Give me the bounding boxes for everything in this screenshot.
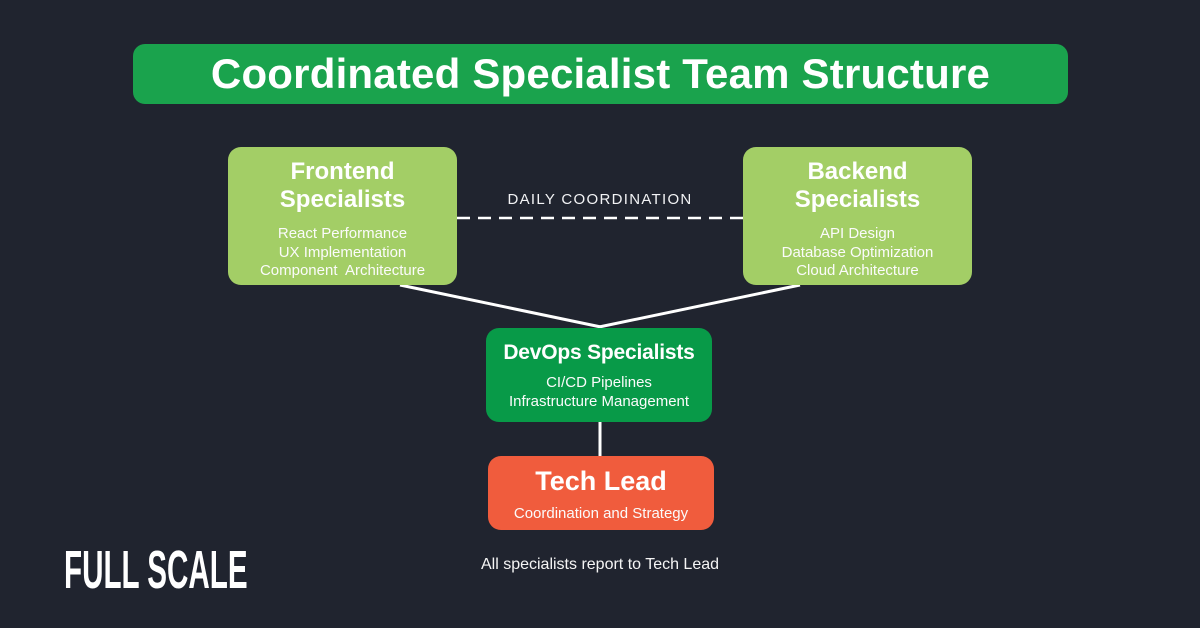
frontend-title: Frontend Specialists	[279, 158, 406, 213]
page-title: Coordinated Specialist Team Structure	[210, 50, 991, 97]
list-item: CI/CD Pipelines	[546, 374, 652, 392]
backend-title: Backend Specialists	[794, 158, 921, 213]
title-banner: Coordinated Specialist Team Structure	[133, 44, 1068, 104]
daily-coordination-label: DAILY COORDINATION	[507, 191, 693, 208]
frontend-items: React Performance UX Implementation Comp…	[228, 225, 457, 282]
node-backend-specialists: Backend Specialists API Design Database …	[743, 147, 972, 285]
footer-note: All specialists report to Tech Lead	[480, 556, 720, 573]
backend-items: API Design Database Optimization Cloud A…	[743, 225, 972, 282]
tech-lead-items: Coordination and Strategy	[488, 505, 714, 524]
list-item: Coordination and Strategy	[513, 505, 689, 523]
list-item: Component Architecture	[259, 262, 426, 280]
node-tech-lead: Tech Lead Coordination and Strategy	[488, 456, 714, 530]
list-item: React Performance	[277, 224, 408, 242]
list-item: UX Implementation	[278, 243, 407, 261]
backend-to-devops-line	[598, 283, 801, 329]
list-item: Infrastructure Management	[508, 393, 690, 411]
node-devops-specialists: DevOps Specialists CI/CD Pipelines Infra…	[486, 328, 712, 422]
list-item: Database Optimization	[781, 243, 934, 261]
list-item: API Design	[819, 224, 896, 242]
devops-title: DevOps Specialists	[503, 341, 695, 364]
node-frontend-specialists: Frontend Specialists React Performance U…	[228, 147, 457, 285]
frontend-to-devops-line	[399, 283, 602, 329]
list-item: Cloud Architecture	[796, 262, 919, 280]
tech-lead-title: Tech Lead	[535, 466, 667, 496]
full-scale-logo: FULL SCALE	[64, 541, 248, 600]
devops-items: CI/CD Pipelines Infrastructure Managemen…	[486, 374, 712, 412]
